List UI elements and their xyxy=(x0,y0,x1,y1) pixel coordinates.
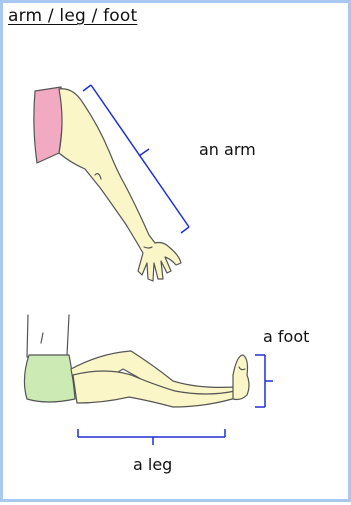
illustration xyxy=(3,3,351,505)
shorts xyxy=(24,355,75,402)
arm-shape xyxy=(59,89,181,281)
leg-label: a leg xyxy=(133,455,172,474)
foot xyxy=(233,355,249,400)
leg-bracket xyxy=(78,429,225,445)
foot-bracket xyxy=(255,355,273,407)
arm-label: an arm xyxy=(199,140,256,159)
foot-label: a foot xyxy=(263,327,309,346)
shirt xyxy=(27,315,69,357)
leg-illustration xyxy=(24,315,249,407)
sleeve xyxy=(34,87,63,163)
